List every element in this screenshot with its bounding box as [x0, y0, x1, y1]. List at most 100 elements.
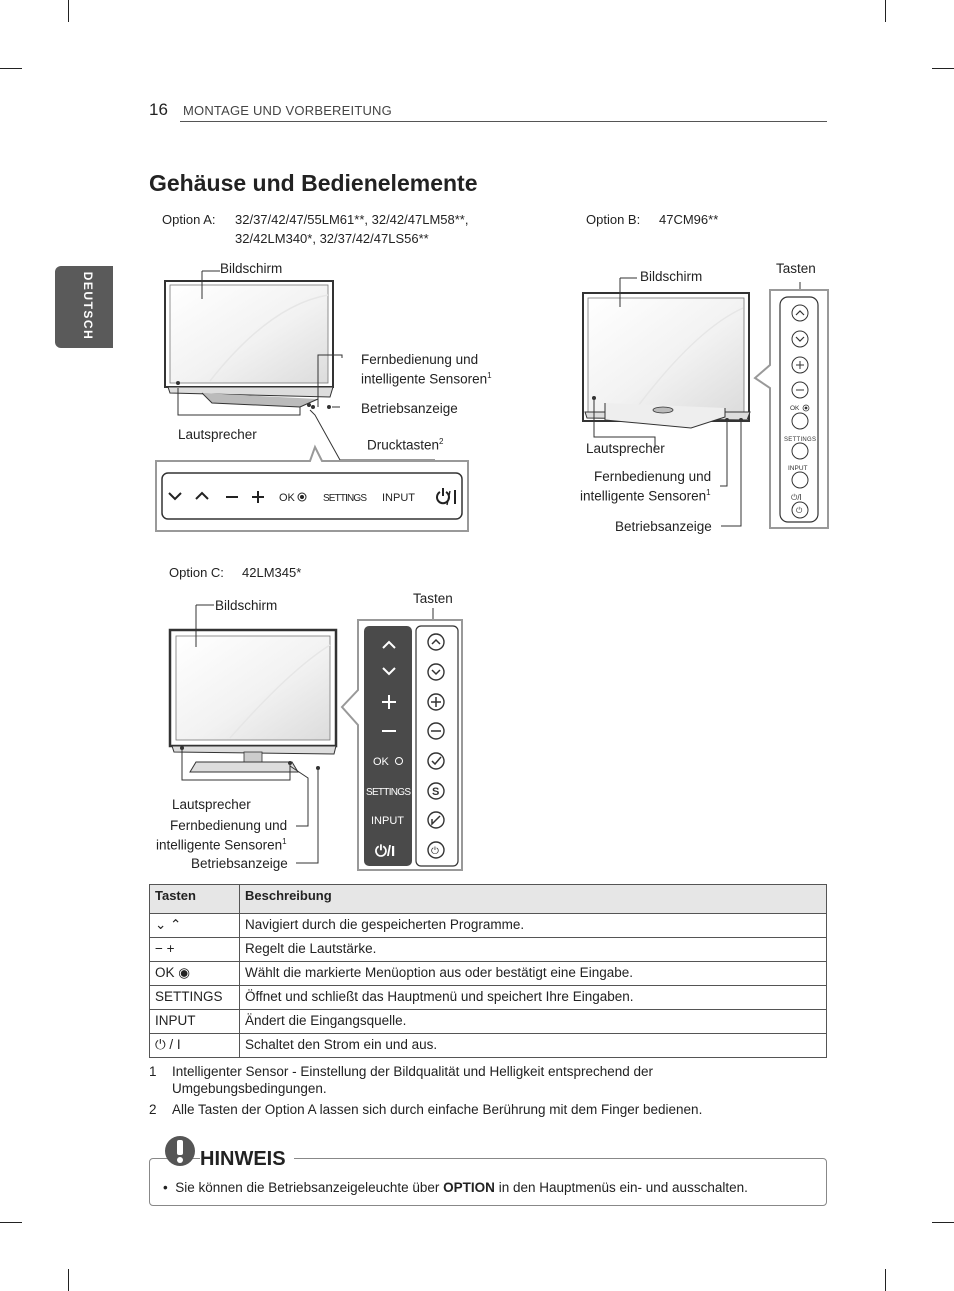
footnote-1: 1 Intelligenter Sensor - Einstellung der… [149, 1064, 654, 1096]
volume-down-icon [791, 381, 809, 399]
channel-down-icon [427, 663, 445, 681]
option-b-remote-label-1: Fernbedienung und [594, 469, 712, 484]
keys-table: Tasten Beschreibung ⌄ ⌃Navigiert durch d… [149, 884, 827, 1058]
button-bar [161, 472, 463, 520]
crop-mark [0, 68, 22, 69]
tv-stand [189, 761, 299, 773]
option-b-speaker-label: Lautsprecher [586, 441, 665, 456]
channel-up-icon [427, 633, 445, 651]
input-arrow-icon [427, 811, 445, 829]
option-a-touch-label: Drucktasten2 [367, 437, 444, 453]
settings-dark-label: SETTINGS [366, 787, 411, 798]
svg-text:⏻/I: ⏻/I [791, 493, 802, 502]
input-circle-icon [791, 471, 809, 489]
power-icon [427, 841, 445, 859]
crop-mark [932, 1222, 954, 1223]
keys-panel-dark [364, 626, 412, 866]
crop-mark [68, 1269, 69, 1291]
tv-screen [169, 284, 329, 384]
note-text: • Sie können die Betriebsanzeigeleuchte … [163, 1180, 748, 1195]
power-circle-icon [791, 501, 809, 519]
tv-screen [587, 297, 745, 413]
language-tab-label: DEUTSCH [81, 271, 95, 341]
tv-stand [604, 403, 726, 429]
crop-mark [885, 1269, 886, 1291]
option-a-models-line2: 32/42LM340*, 32/37/42/47LS56** [235, 231, 429, 246]
ok-check-icon [427, 752, 445, 770]
volume-up-icon [427, 693, 445, 711]
table-header-row: Tasten Beschreibung [149, 884, 827, 914]
option-b-keys-label: Tasten [776, 261, 816, 276]
option-a-label: Option A: [162, 212, 216, 227]
option-b-screen-label: Bildschirm [640, 269, 703, 284]
crop-mark [932, 68, 954, 69]
volume-up-icon [791, 356, 809, 374]
crop-mark [885, 0, 886, 22]
note-title: HINWEIS [200, 1148, 294, 1171]
table-row: − +Regelt die Lautstärke. [149, 937, 827, 962]
option-a-remote-label-2: intelligente Sensoren1 [361, 371, 492, 387]
bullet: • [163, 1180, 176, 1195]
settings-circle-icon [791, 442, 809, 460]
svg-text:⏻: ⏻ [796, 506, 803, 515]
option-a-models-line1: 32/37/42/47/55LM61**, 32/42/47LM58**, [235, 212, 469, 227]
option-b-label: Option B: [586, 212, 641, 227]
option-b-remote-label-2: intelligente Sensoren1 [580, 488, 711, 504]
option-c-diagram: OK SETTINGS INPUT ⏻/I S ⏻ [168, 604, 463, 871]
warning-icon [165, 1136, 195, 1166]
keys-panel-light [415, 625, 459, 867]
option-c-power-led-label: Betriebsanzeige [191, 856, 288, 871]
table-row: ⌄ ⌃Navigiert durch die gespeicherten Pro… [149, 913, 827, 938]
ok-button-label: OK [279, 492, 296, 504]
table-header-description: Beschreibung [239, 884, 827, 914]
input-dark-label: INPUT [371, 815, 404, 827]
channel-down-icon [168, 492, 182, 501]
ok-circle-icon [791, 412, 809, 430]
settings-small-label: SETTINGS [784, 437, 816, 443]
table-header-keys: Tasten [149, 884, 240, 914]
option-b-power-led-label: Betriebsanzeige [615, 519, 712, 534]
crop-mark [68, 0, 69, 22]
svg-text:⏻/I: ⏻/I [375, 843, 395, 860]
section-title: MONTAGE UND VORBEREITUNG [183, 103, 392, 118]
option-c-remote-label-1: Fernbedienung und [170, 818, 288, 833]
option-a-speaker-label: Lautsprecher [178, 427, 257, 442]
option-c-model: 42LM345* [242, 565, 302, 580]
tv-bezel [167, 386, 334, 398]
option-c-speaker-label: Lautsprecher [172, 797, 251, 812]
volume-down-icon [427, 722, 445, 740]
footnote-2: 2 Alle Tasten der Option A lassen sich d… [149, 1102, 703, 1117]
note-box [149, 1158, 827, 1206]
tv-screen [175, 635, 331, 741]
input-button-label: INPUT [382, 492, 415, 504]
option-a-screen-label: Bildschirm [220, 261, 283, 276]
ok-small-label: OK [790, 405, 800, 412]
power-icon [436, 488, 456, 506]
option-c-screen-label: Bildschirm [215, 598, 278, 613]
option-b-diagram: OK SETTINGS INPUT ⏻/I ⏻ [582, 277, 829, 529]
option-c-label: Option C: [169, 565, 224, 580]
svg-text:S: S [432, 786, 439, 798]
page-number: 16 [149, 100, 168, 119]
channel-up-icon [195, 491, 209, 500]
option-a-diagram: OK SETTINGS INPUT [155, 270, 469, 532]
option-a-power-led-label: Betriebsanzeige [361, 401, 458, 416]
channel-down-icon [791, 330, 809, 348]
header-rule [180, 121, 827, 122]
svg-text:⏻: ⏻ [431, 846, 439, 857]
keys-panel [779, 296, 819, 523]
option-a-remote-label-1: Fernbedienung und [361, 352, 479, 367]
language-tab: DEUTSCH [55, 266, 113, 348]
option-c-remote-label-2: intelligente Sensoren1 [156, 837, 287, 853]
option-c-keys-label: Tasten [413, 591, 453, 606]
page-title: Gehäuse und Bedienelemente [149, 170, 478, 196]
settings-s-icon [427, 782, 445, 800]
crop-mark [0, 1222, 22, 1223]
volume-up-icon [252, 491, 264, 503]
channel-up-icon [791, 304, 809, 322]
ok-dot-icon [297, 492, 307, 502]
input-small-label: INPUT [788, 465, 808, 472]
settings-button-label: SETTINGS [323, 493, 367, 504]
